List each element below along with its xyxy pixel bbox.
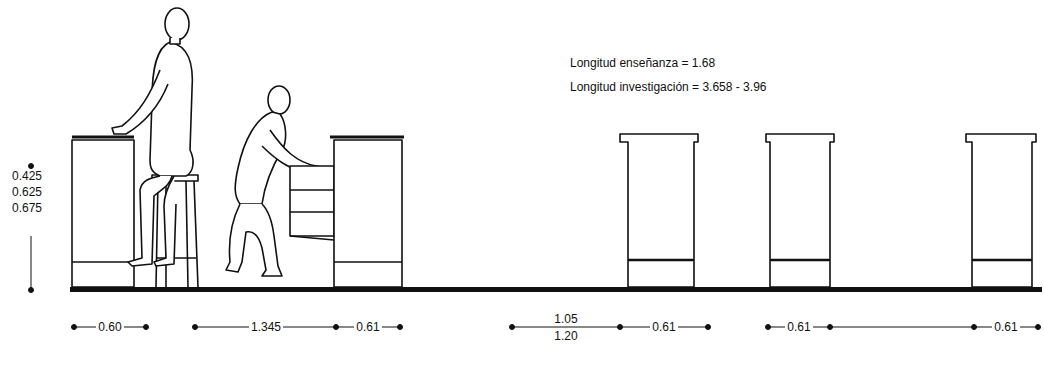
bench [766, 134, 834, 287]
note-text: Longitud enseñanza = 1.68 [568, 56, 717, 70]
dimension-label: 0.61 [992, 320, 1019, 334]
dimension-lines [29, 164, 1041, 330]
bench [330, 137, 404, 287]
dimension-label: 0.60 [96, 320, 123, 334]
bench [72, 137, 134, 287]
dimension-label: 1.345 [249, 320, 283, 334]
dimension-label: 1.20 [552, 329, 579, 343]
dimension-label: 0.61 [785, 320, 812, 334]
dimension-label: 0.61 [354, 320, 381, 334]
note-text: Longitud investigación = 3.658 - 3.96 [568, 80, 768, 94]
seated-person [112, 8, 193, 266]
dimension-label: 1.05 [552, 312, 579, 326]
dimension-label: 0.625 [10, 185, 44, 199]
dimension-label: 0.675 [10, 201, 44, 215]
floor-line [70, 287, 1042, 292]
open-drawer [290, 166, 334, 240]
bench [620, 134, 698, 287]
dimension-label: 0.61 [650, 320, 677, 334]
dimension-label: 0.425 [10, 169, 44, 183]
bench [966, 134, 1036, 287]
